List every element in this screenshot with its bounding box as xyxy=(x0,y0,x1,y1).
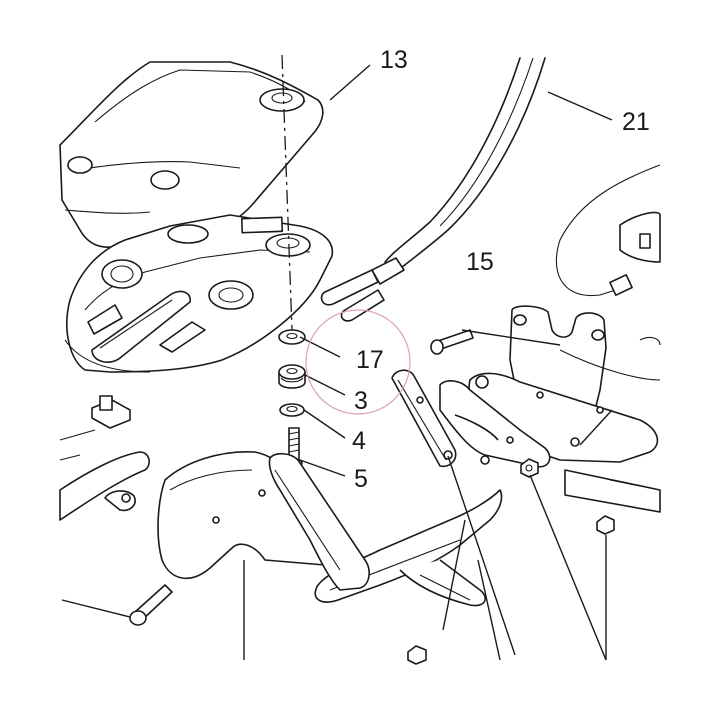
lower-tray-fairing xyxy=(64,214,334,373)
grommet-3 xyxy=(278,364,306,389)
assembly-axis-line xyxy=(281,54,293,331)
washer-17 xyxy=(278,329,306,345)
reflector-bar xyxy=(391,369,457,468)
cable-21 xyxy=(320,57,546,322)
bolt-lower-left xyxy=(129,584,173,626)
nut-lower-center xyxy=(407,645,427,665)
callout-5: 5 xyxy=(354,465,368,493)
frame-rod xyxy=(59,429,150,521)
washer-4 xyxy=(279,403,305,417)
nut-right-lower xyxy=(596,515,615,535)
bolt-15 xyxy=(430,329,474,355)
plate-bracket xyxy=(468,305,661,513)
callout-3: 3 xyxy=(354,387,368,415)
harness-wire xyxy=(555,164,661,297)
callout-13: 13 xyxy=(380,46,408,74)
fastener-stack xyxy=(278,329,306,468)
highlight-circle xyxy=(305,309,411,415)
clip-block xyxy=(91,395,131,429)
callout-15: 15 xyxy=(466,248,494,276)
leader-lines xyxy=(61,64,613,661)
callout-4: 4 xyxy=(352,427,366,455)
nut-right-upper xyxy=(520,458,539,478)
callout-17: 17 xyxy=(356,346,384,374)
upper-cover-plate xyxy=(59,61,324,248)
callout-21: 21 xyxy=(622,108,650,136)
lower-support-bracket xyxy=(157,451,370,591)
